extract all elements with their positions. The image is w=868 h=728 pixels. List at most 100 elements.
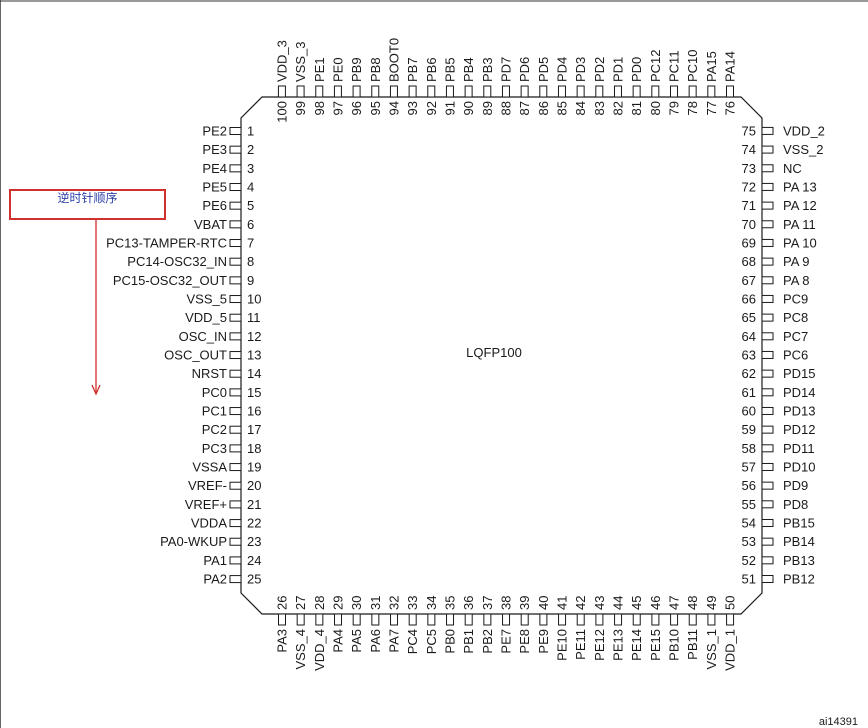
pin-pad-10 <box>229 295 242 304</box>
pin-label-26: PA3 <box>275 629 290 653</box>
pin-label-18: PC3 <box>202 441 227 456</box>
pin-number-40: 40 <box>536 596 551 610</box>
pin-pad-34 <box>427 613 436 626</box>
pin-pad-84 <box>576 85 585 98</box>
pin-label-99: VSS_3 <box>293 42 308 82</box>
pin-number-60: 60 <box>742 403 756 418</box>
pin-pad-43 <box>595 613 604 626</box>
pin-label-68: PA 9 <box>783 254 810 269</box>
pin-pad-45 <box>632 613 641 626</box>
pin-label-61: PD14 <box>783 385 816 400</box>
pin-pad-31 <box>371 613 380 626</box>
pin-number-92: 92 <box>424 101 439 115</box>
pin-label-77: PA15 <box>704 51 719 82</box>
pin-label-16: PC1 <box>202 404 227 419</box>
pin-number-29: 29 <box>331 596 346 610</box>
pin-pad-51 <box>761 575 774 583</box>
pin-number-86: 86 <box>536 101 551 115</box>
pin-label-13: OSC_OUT <box>164 348 227 363</box>
pin-number-37: 37 <box>480 596 495 610</box>
pin-label-36: PB1 <box>461 629 476 654</box>
pin-label-3: PE4 <box>202 161 227 176</box>
pin-label-9: PC15-OSC32_OUT <box>113 273 227 288</box>
pin-label-58: PD11 <box>783 441 815 456</box>
pin-pad-95 <box>371 85 380 98</box>
pin-pad-86 <box>539 85 548 98</box>
pin-pad-22 <box>229 519 242 528</box>
pin-label-60: PD13 <box>783 403 816 418</box>
pin-number-94: 94 <box>386 101 401 115</box>
pin-number-88: 88 <box>498 101 513 115</box>
pin-pad-6 <box>229 220 242 229</box>
pin-label-72: PA 13 <box>783 179 817 194</box>
pin-label-95: PB8 <box>368 57 383 82</box>
pin-number-24: 24 <box>247 553 261 568</box>
pin-number-68: 68 <box>742 254 756 269</box>
pin-number-85: 85 <box>554 101 569 115</box>
pin-label-69: PA 10 <box>783 235 817 250</box>
pin-number-77: 77 <box>704 101 719 115</box>
pin-pad-39 <box>520 613 529 626</box>
pin-pad-94 <box>389 85 398 98</box>
pin-pad-65 <box>761 313 774 322</box>
pin-number-20: 20 <box>247 478 261 493</box>
pin-label-12: OSC_IN <box>179 329 227 344</box>
pin-pad-63 <box>761 350 774 359</box>
pin-pad-21 <box>229 500 242 509</box>
pin-number-51: 51 <box>742 572 756 587</box>
pin-number-74: 74 <box>742 142 756 157</box>
pin-label-43: PE12 <box>592 629 607 661</box>
pin-number-39: 39 <box>517 596 532 610</box>
pin-label-93: PB7 <box>405 57 420 82</box>
pin-number-50: 50 <box>723 596 738 610</box>
pin-label-86: PD5 <box>536 57 551 82</box>
pin-number-16: 16 <box>247 404 261 419</box>
pin-number-28: 28 <box>312 596 327 610</box>
pin-pad-60 <box>761 406 774 415</box>
pin-label-24: PA1 <box>203 553 227 568</box>
pin-pad-14 <box>229 369 242 378</box>
pin-label-32: PA7 <box>387 629 402 653</box>
pin-pad-99 <box>296 85 305 98</box>
pin-label-79: PC11 <box>666 50 681 82</box>
pin-pad-54 <box>761 518 774 527</box>
pin-number-19: 19 <box>247 460 261 475</box>
pin-pad-89 <box>483 85 492 98</box>
pin-pad-9 <box>229 276 242 285</box>
pin-number-33: 33 <box>405 596 420 610</box>
pin-label-27: VSS_4 <box>293 629 308 669</box>
pin-pad-69 <box>761 238 774 247</box>
pin-label-92: PB6 <box>424 57 439 82</box>
pin-pad-32 <box>390 613 399 626</box>
pin-pad-27 <box>296 613 305 626</box>
pin-label-47: PB10 <box>667 629 682 661</box>
pin-number-18: 18 <box>247 441 261 456</box>
chip-body <box>240 96 763 615</box>
pin-label-2: PE3 <box>202 142 227 157</box>
pin-pad-92 <box>427 85 436 98</box>
pin-number-31: 31 <box>368 596 383 610</box>
pin-label-30: PA5 <box>349 629 364 653</box>
pin-number-73: 73 <box>742 161 756 176</box>
pin-pad-91 <box>445 85 454 98</box>
pin-pad-42 <box>576 613 585 626</box>
pin-number-4: 4 <box>247 180 254 195</box>
pin-label-90: PB4 <box>461 57 476 82</box>
pin-pad-1 <box>229 127 242 135</box>
pin-label-46: PE15 <box>648 629 663 661</box>
pin-label-76: PA14 <box>723 51 738 82</box>
pin-pad-64 <box>761 332 774 341</box>
pin-pad-72 <box>761 182 774 191</box>
pin-number-44: 44 <box>611 596 626 610</box>
pin-label-37: PB2 <box>480 629 495 654</box>
pin-number-15: 15 <box>247 385 261 400</box>
pin-pad-16 <box>229 407 242 416</box>
pin-number-42: 42 <box>573 596 588 610</box>
pin-pad-52 <box>761 556 774 565</box>
pin-pad-96 <box>352 85 361 98</box>
pin-pad-83 <box>595 85 604 98</box>
pin-label-73: NC <box>783 161 802 176</box>
pin-number-97: 97 <box>330 101 345 115</box>
pin-number-10: 10 <box>247 292 261 307</box>
pin-label-65: PC8 <box>783 310 808 325</box>
